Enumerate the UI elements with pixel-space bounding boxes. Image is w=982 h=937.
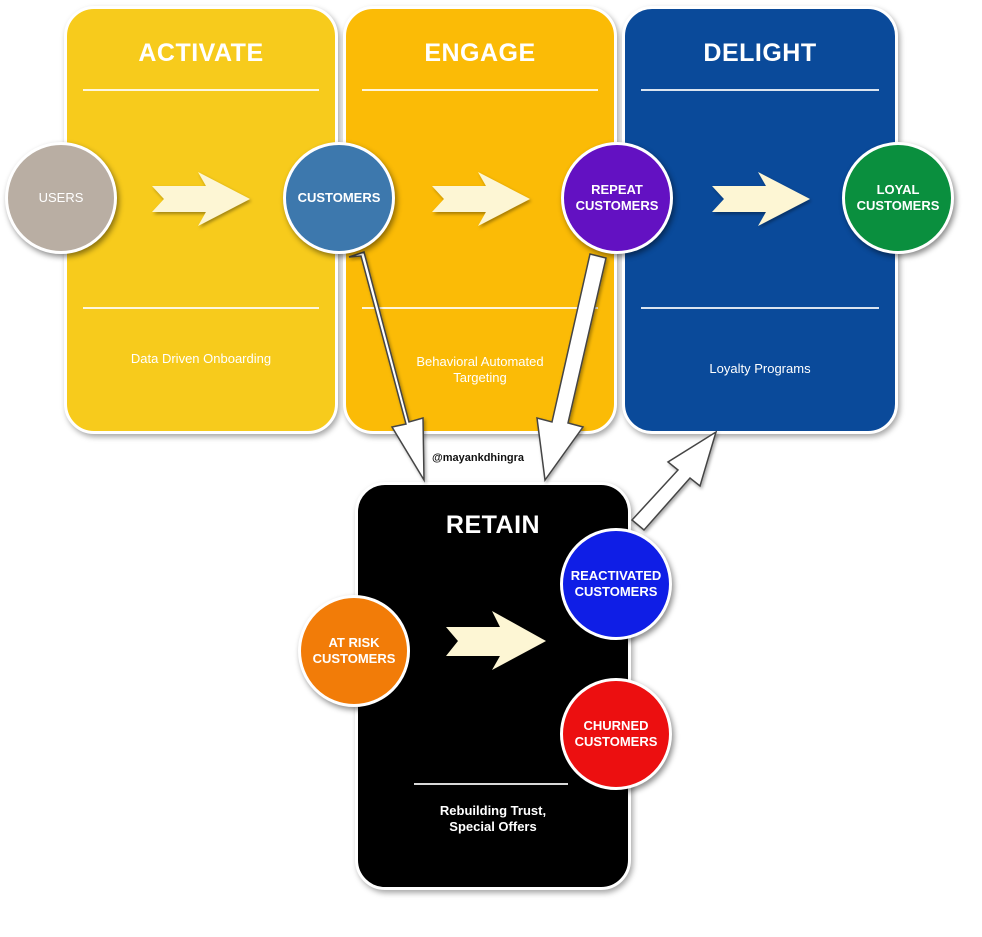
divider — [362, 307, 598, 309]
delight-title: DELIGHT — [703, 39, 817, 67]
arrow-reactivated-to-delight — [630, 430, 718, 532]
divider — [83, 89, 319, 91]
customers-label: CUSTOMERS — [297, 190, 381, 205]
users-label: USERS — [38, 190, 84, 205]
watermark: @mayankdhingra — [432, 452, 525, 464]
activate-description: Data Driven Onboarding — [130, 351, 272, 366]
loyal-customers-node: LOYAL CUSTOMERS — [842, 142, 954, 254]
divider — [83, 307, 319, 309]
reactivated-customers-node: REACTIVATED CUSTOMERS — [560, 528, 672, 640]
activate-title: ACTIVATE — [138, 39, 264, 67]
churned-customers-label: CHURNED CUSTOMERS — [574, 718, 658, 749]
divider — [641, 307, 879, 309]
customers-node: CUSTOMERS — [283, 142, 395, 254]
retain-description: Rebuilding Trust, Special Offers — [439, 803, 547, 834]
divider — [641, 89, 879, 91]
engage-title: ENGAGE — [424, 39, 536, 67]
divider — [362, 89, 598, 91]
reactivated-customers-label: REACTIVATED CUSTOMERS — [570, 568, 662, 599]
repeat-customers-node: REPEAT CUSTOMERS — [561, 142, 673, 254]
loyal-customers-label: LOYAL CUSTOMERS — [856, 182, 940, 213]
retain-title: RETAIN — [445, 511, 541, 539]
at-risk-customers-node: AT RISK CUSTOMERS — [298, 595, 410, 707]
repeat-customers-label: REPEAT CUSTOMERS — [575, 182, 659, 213]
engage-description: Behavioral Automated Targeting — [416, 354, 544, 385]
divider — [414, 783, 568, 785]
delight-description: Loyalty Programs — [709, 361, 811, 376]
at-risk-customers-label: AT RISK CUSTOMERS — [312, 635, 396, 666]
users-node: USERS — [5, 142, 117, 254]
churned-customers-node: CHURNED CUSTOMERS — [560, 678, 672, 790]
